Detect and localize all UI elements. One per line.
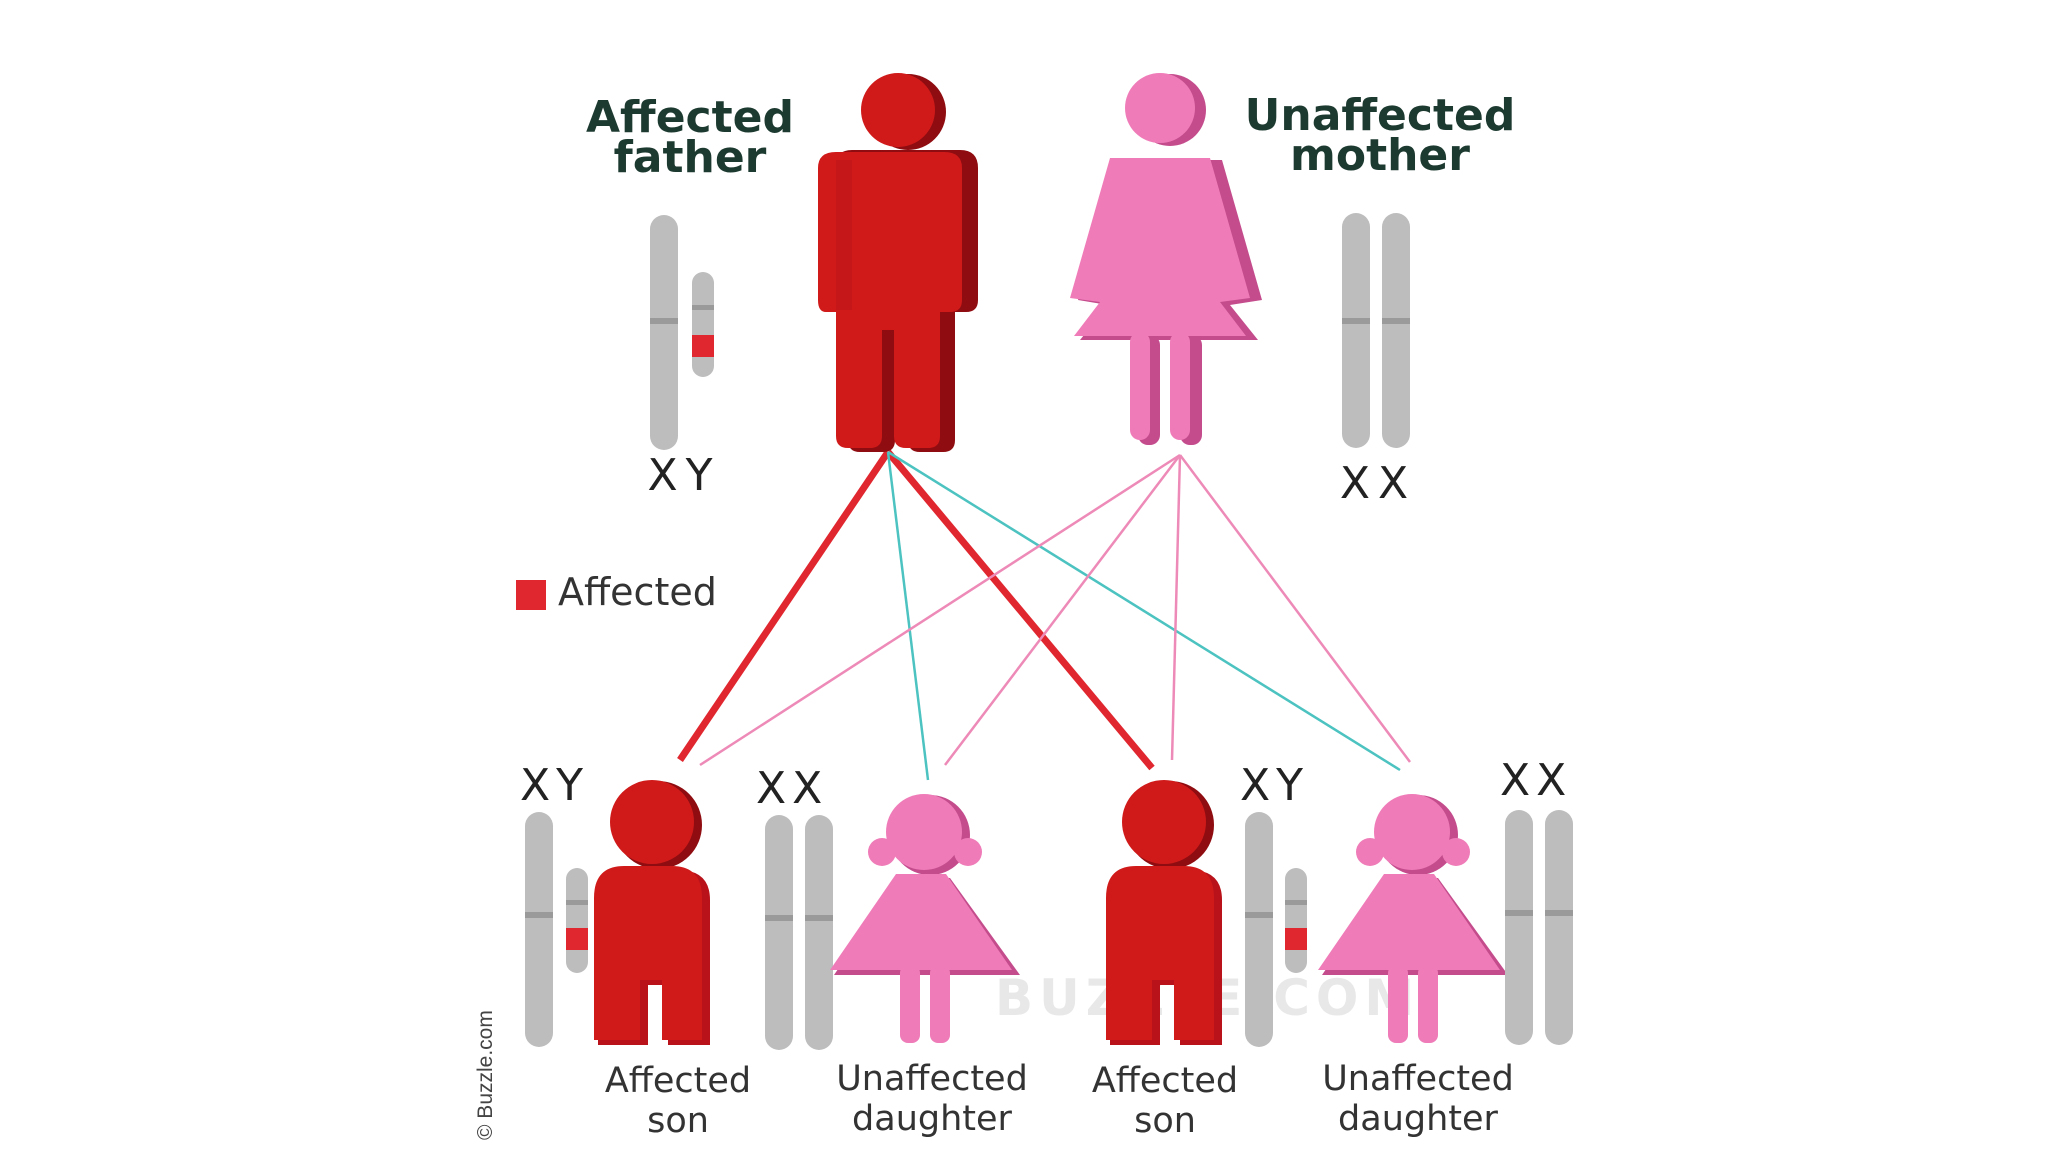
child-4-caption: Unaffected xyxy=(1322,1059,1514,1099)
child-3-chromosome-label: XY xyxy=(1240,760,1309,811)
child-1-caption-line2: son xyxy=(647,1101,709,1141)
child-3-figure xyxy=(1106,780,1222,1045)
father-title-line2: father xyxy=(614,132,767,183)
child-3-chromosomes xyxy=(1245,812,1307,1047)
line-father-to-daughter-1 xyxy=(886,451,930,781)
line-mother-to-daughter-1 xyxy=(944,454,1181,766)
line-father-to-son-1 xyxy=(677,450,891,762)
father-figure xyxy=(818,73,978,452)
line-mother-to-daughter-2 xyxy=(1178,454,1412,763)
mother-title-line2: mother xyxy=(1290,130,1470,181)
child-1-caption: Affected xyxy=(605,1061,751,1101)
credit: © Buzzle.com xyxy=(474,1010,497,1140)
child-3-caption-line2: son xyxy=(1134,1101,1196,1141)
line-father-to-son-2 xyxy=(885,449,1155,771)
legend: Affected xyxy=(516,570,717,614)
line-father-to-daughter-2 xyxy=(887,450,1401,772)
child-2-caption: Unaffected xyxy=(836,1059,1028,1099)
mother-title: Unaffected xyxy=(1245,90,1516,141)
mother-figure xyxy=(1070,73,1262,445)
child-3-caption: Affected xyxy=(1092,1061,1238,1101)
mother-chromosomes xyxy=(1342,213,1410,448)
child-4-figure xyxy=(1318,794,1508,1043)
child-2-figure xyxy=(830,794,1020,1043)
mother-chromosome-label: XX xyxy=(1340,458,1416,509)
line-mother-to-son-2 xyxy=(1170,454,1182,761)
child-1-figure xyxy=(594,780,710,1045)
affected-gene-marker xyxy=(692,335,714,357)
father-chromosome-label: XY xyxy=(647,450,720,501)
child-4-caption-line2: daughter xyxy=(1338,1099,1499,1139)
legend-swatch xyxy=(516,580,546,610)
child-1-chromosome-label: XY xyxy=(520,760,589,811)
child-2-caption-line2: daughter xyxy=(852,1099,1013,1139)
child-4-chromosome-label: XX xyxy=(1500,755,1572,806)
inheritance-lines xyxy=(677,449,1412,781)
child-2-chromosome-label: XX xyxy=(756,763,828,814)
line-mother-to-son-1 xyxy=(699,453,1181,767)
child-1-chromosomes xyxy=(525,812,588,1047)
father-title: Affected xyxy=(586,92,794,143)
father-chromosomes xyxy=(650,215,714,450)
child-2-chromosomes xyxy=(765,815,833,1050)
child-4-chromosomes xyxy=(1505,810,1573,1045)
legend-label: Affected xyxy=(558,570,717,614)
